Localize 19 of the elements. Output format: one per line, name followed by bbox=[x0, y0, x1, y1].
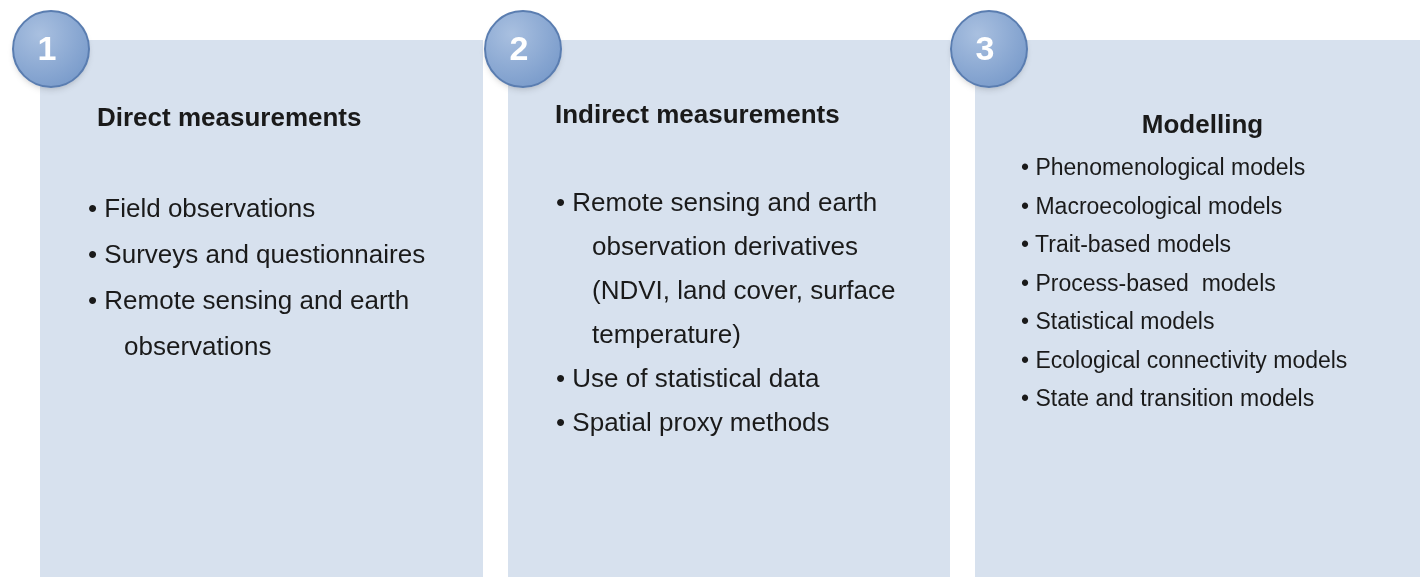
panel-heading: Indirect measurements bbox=[554, 98, 841, 131]
bullet-item: • Surveys and questionnaires bbox=[88, 238, 427, 271]
bullet-item: • Field observations bbox=[88, 192, 317, 225]
bullet-item: • Process-based models bbox=[1021, 268, 1277, 298]
bullet-item: • Remote sensing and earth observation derivatives (NDVI, land cover, surface temperature) bbox=[556, 186, 897, 351]
bullet-item: • Trait-based models bbox=[1021, 230, 1233, 259]
bullet-item: • Phenomenological models bbox=[1021, 153, 1307, 182]
bullet-item: • Spatial proxy methods bbox=[556, 406, 831, 439]
bullet-item: • Macroecological models bbox=[1021, 191, 1284, 221]
step-number: 3 bbox=[975, 27, 995, 69]
bullet-item: • Ecological connectivity models bbox=[1021, 345, 1349, 375]
bullet-item: • Use of statistical data bbox=[556, 362, 821, 395]
step-number: 1 bbox=[37, 27, 57, 69]
panel-heading: Modelling bbox=[1140, 108, 1265, 141]
bullet-item: • Statistical models bbox=[1021, 307, 1216, 336]
bullet-item: • State and transition models bbox=[1021, 384, 1316, 413]
step-number: 2 bbox=[509, 27, 529, 69]
bullet-item: • Remote sensing and earth observations bbox=[88, 284, 411, 363]
panel-heading: Direct measurements bbox=[96, 101, 363, 134]
